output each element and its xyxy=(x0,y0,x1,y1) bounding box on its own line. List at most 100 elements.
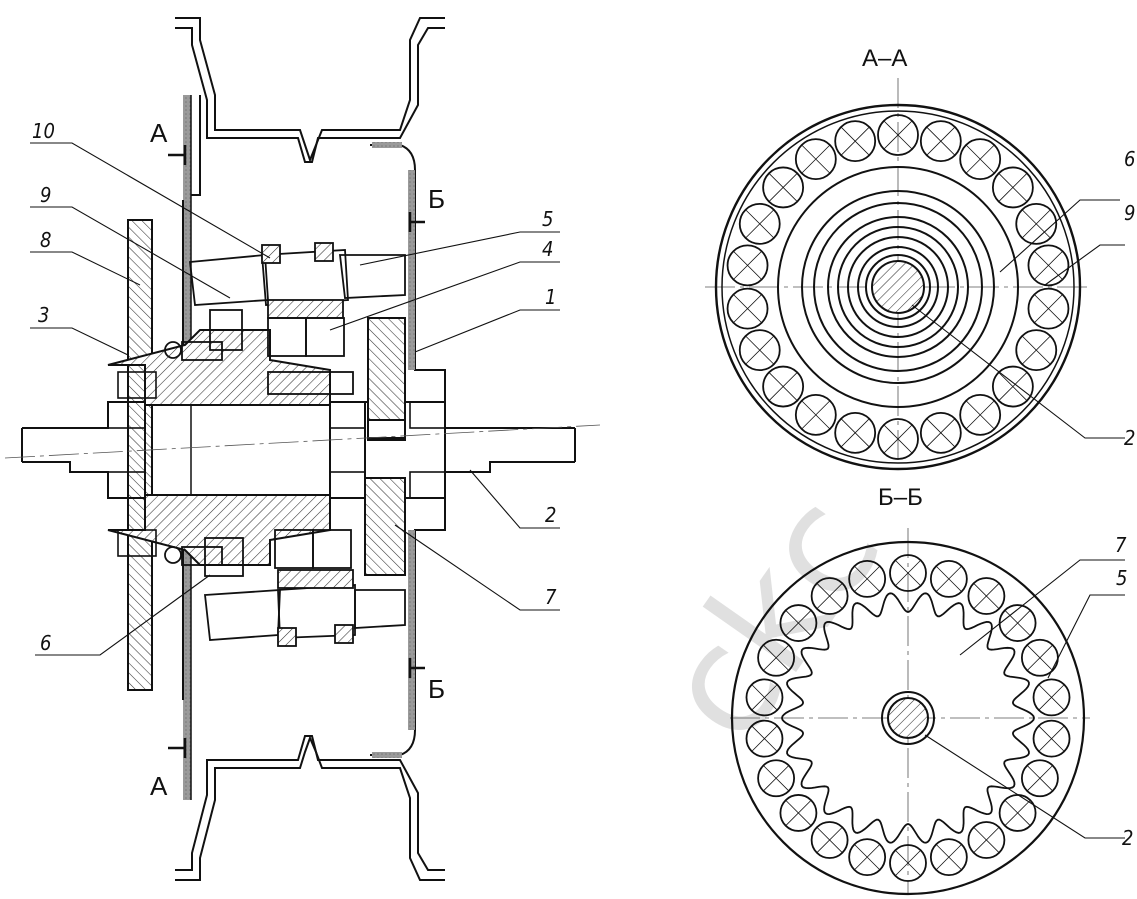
section-label-b-top: Б xyxy=(428,184,445,214)
roller-cross xyxy=(965,400,995,430)
view-bb-title: Б–Б xyxy=(878,484,923,511)
roller-cross xyxy=(926,418,956,448)
rollers-ring-bb xyxy=(745,554,1071,882)
section-label-b-bottom: Б xyxy=(428,674,445,704)
roller-cross xyxy=(840,126,870,156)
leader-lines xyxy=(30,142,560,656)
roller-cross xyxy=(801,400,831,430)
roller xyxy=(834,411,877,454)
roller-cross xyxy=(763,765,789,792)
roller xyxy=(757,638,796,677)
leader-1: 1 xyxy=(545,285,556,309)
eccentric-gear-contour xyxy=(781,592,1035,844)
roller-cross xyxy=(895,560,921,586)
roller-cross xyxy=(1034,251,1063,280)
roller-cross xyxy=(998,173,1028,202)
roller-cross xyxy=(1021,335,1051,365)
main-view-labels: А А Б Б 10 9 8 3 6 5 4 1 2 7 xyxy=(32,118,557,801)
aa-leader-9: 9 xyxy=(1124,201,1135,225)
roller xyxy=(929,559,968,598)
roller xyxy=(726,287,769,330)
roller xyxy=(991,166,1034,209)
bb-leader-5: 5 xyxy=(1116,566,1127,590)
roller xyxy=(834,120,877,163)
roller xyxy=(959,393,1002,436)
roller-cross xyxy=(883,424,913,454)
aa-leader-6: 6 xyxy=(1124,147,1135,171)
leader-2: 2 xyxy=(545,503,556,527)
section-view-bb: Б–Б 7 5 2 xyxy=(730,484,1133,896)
roller-cross xyxy=(733,251,762,280)
roller xyxy=(967,577,1006,615)
roller xyxy=(929,838,968,877)
roller-cross xyxy=(816,583,843,609)
roller-cross xyxy=(816,827,843,853)
roller-cross xyxy=(965,144,995,174)
svg-text:ckc: ckc xyxy=(628,465,915,771)
roller xyxy=(848,838,887,877)
roller-cross xyxy=(768,173,798,202)
roller-cross xyxy=(768,372,798,401)
aa-leader-2: 2 xyxy=(1124,426,1135,450)
roller-cross xyxy=(883,120,913,150)
roller-cross xyxy=(1021,209,1051,239)
section-label-a-bottom: А xyxy=(150,771,168,801)
leader-7: 7 xyxy=(545,585,557,609)
roller xyxy=(726,244,769,287)
roller xyxy=(762,166,805,209)
roller-assembly-upper xyxy=(164,242,406,395)
roller xyxy=(779,794,818,832)
roller-cross xyxy=(926,126,956,156)
roller xyxy=(967,821,1006,859)
section-view-aa: А–А 6 9 2 xyxy=(705,45,1135,471)
roller xyxy=(794,138,837,181)
roller-cross xyxy=(1004,610,1031,636)
roller-cross xyxy=(751,725,778,752)
ring-gear-7 xyxy=(367,317,406,441)
roller-assembly-lower xyxy=(164,529,406,647)
roller-cross xyxy=(1027,765,1053,792)
roller-cross xyxy=(973,583,1000,609)
roller xyxy=(919,120,962,163)
leader-6: 6 xyxy=(40,631,51,655)
roller-cross xyxy=(854,565,881,592)
roller-cross xyxy=(745,209,775,239)
view-aa-title: А–А xyxy=(862,45,907,72)
roller xyxy=(745,719,784,758)
bb-leader-7: 7 xyxy=(1115,533,1127,557)
main-shaft-2 xyxy=(21,401,576,499)
leader-4: 4 xyxy=(542,237,553,261)
roller xyxy=(889,844,927,882)
roller xyxy=(810,821,849,859)
leader-9: 9 xyxy=(40,183,51,207)
roller xyxy=(848,559,887,598)
roller-cross xyxy=(785,610,812,636)
roller xyxy=(738,202,781,245)
roller-cross xyxy=(935,844,962,871)
bb-leader-2: 2 xyxy=(1122,826,1133,850)
roller-cross xyxy=(1027,644,1053,671)
roller-cross xyxy=(785,800,812,826)
roller-cross xyxy=(840,418,870,448)
watermark: ckc xyxy=(628,465,915,771)
roller xyxy=(991,365,1034,408)
leader-3: 3 xyxy=(38,303,49,327)
roller-cross xyxy=(1038,725,1065,752)
leader-5: 5 xyxy=(542,207,553,231)
roller xyxy=(889,554,927,592)
roller-cross xyxy=(854,844,881,871)
roller xyxy=(757,759,796,798)
section-label-a-top: А xyxy=(150,118,168,148)
roller xyxy=(1027,244,1070,287)
roller-cross xyxy=(733,294,762,323)
flange-disc-8 xyxy=(127,219,153,691)
leader-8: 8 xyxy=(40,228,51,252)
section-markers xyxy=(168,145,425,758)
roller-cross xyxy=(935,565,962,592)
roller xyxy=(959,138,1002,181)
roller xyxy=(877,418,919,460)
roller xyxy=(762,365,805,408)
rollers-ring-aa xyxy=(726,114,1070,460)
roller xyxy=(1020,759,1059,798)
